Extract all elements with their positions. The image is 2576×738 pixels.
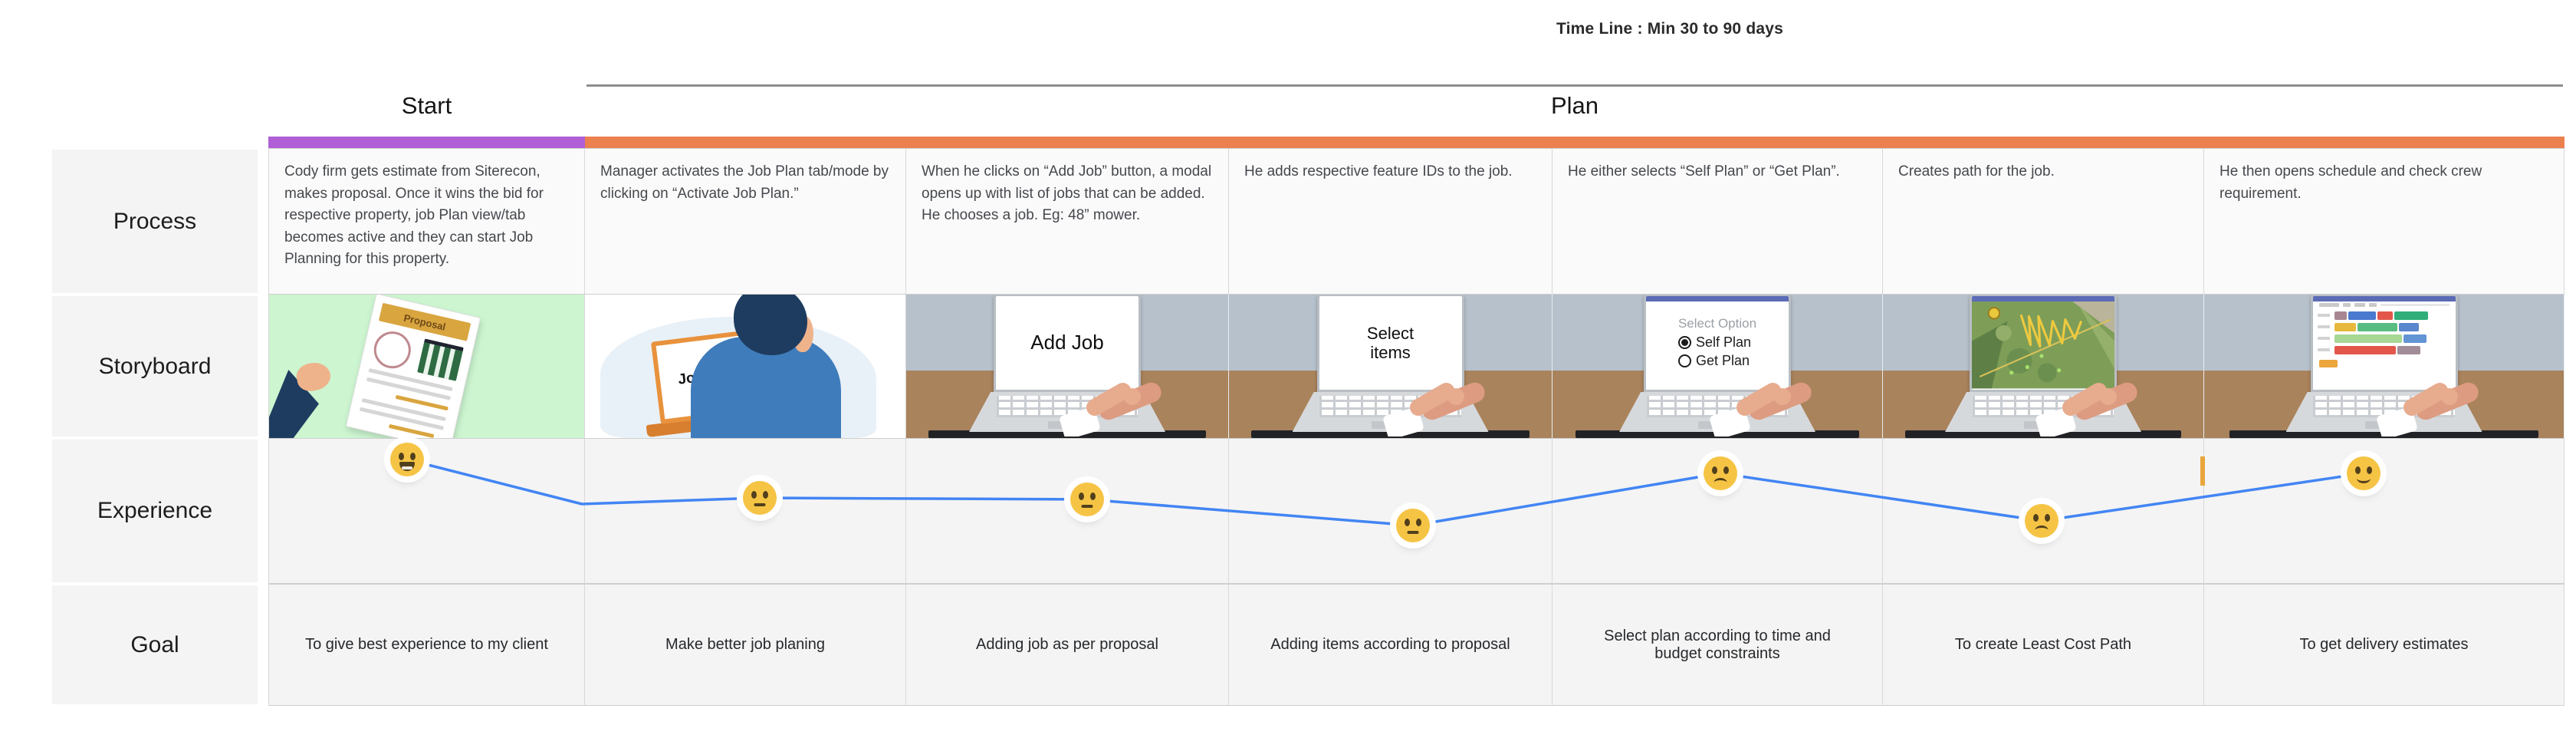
goal-cell: To get delivery estimates [2204,584,2564,706]
process-cell: Cody firm gets estimate from Siterecon, … [268,148,585,295]
get-plan-option-label: Get Plan [1695,353,1750,369]
hand-icon [1060,382,1162,437]
timeline-label: Time Line : Min 30 to 90 days [1556,20,1783,38]
select-option-title: Select Option [1677,316,1757,331]
experience-cell [1552,438,1883,584]
row-label-storyboard: Storyboard [52,296,258,437]
experience-cell [1883,438,2204,584]
phase-start-bar [268,137,585,148]
row-label-experience: Experience [52,440,258,582]
hand-icon [1382,382,1485,437]
storyboard-select-plan-illustration: Select Option Self Plan Get Plan [1552,295,1883,438]
goal-cell: Adding job as per proposal [906,584,1229,706]
storyboard-row: Proposal Job Plan Add [268,295,2564,438]
row-label-goal: Goal [52,585,258,704]
hand-icon [2036,382,2137,437]
goal-cell: To give best experience to my client [268,584,585,706]
storyboard-create-path-illustration [1883,295,2204,438]
laptop-icon: Select Option Self Plan Get Plan [1619,295,1815,437]
select-option-dialog: Select Option Self Plan Get Plan [1677,315,1757,371]
process-cell: When he clicks on “Add Job” button, a mo… [906,148,1229,295]
storyboard-proposal-illustration: Proposal [268,295,585,438]
property-photo-icon [417,338,464,381]
laptop-icon [2285,295,2482,437]
radio-self-plan-icon [1677,335,1691,349]
goal-cell: To create Least Cost Path [1883,584,2204,706]
phase-start-label: Start [401,92,452,119]
process-cell: Manager activates the Job Plan tab/mode … [585,148,906,295]
experience-cell [1229,438,1552,584]
radio-get-plan-icon [1677,354,1691,368]
storyboard-schedule-illustration [2204,295,2564,438]
phase-plan-bar [585,137,2564,148]
storyboard-activate-illustration: Job Plan [585,295,906,438]
gantt-button [2318,360,2338,367]
process-cell: He adds respective feature IDs to the jo… [1229,148,1552,295]
experience-row [268,438,2564,584]
process-row: Cody firm gets estimate from Siterecon, … [268,148,2564,295]
phase-plan-label: Plan [1550,92,1599,119]
process-cell: Creates path for the job. [1883,148,2204,295]
hand-icon [2376,382,2479,437]
experience-cell [585,438,906,584]
laptop-icon: Add Job [969,295,1165,437]
goal-cell: Select plan according to time and budget… [1552,584,1883,706]
experience-cell [2204,438,2564,584]
hand-icon [1710,382,1812,437]
self-plan-option-label: Self Plan [1695,334,1752,351]
plan-section-line [586,84,2563,87]
laptop-icon [1945,295,2141,437]
goal-cell: Make better job planing [585,584,906,706]
stamp-icon [370,328,415,372]
map-screen-icon [1972,297,2114,389]
row-label-process: Process [52,150,258,293]
experience-cell [906,438,1229,584]
goal-cell: Adding items according to proposal [1229,584,1552,706]
process-cell: He either selects “Self Plan” or “Get Pl… [1552,148,1883,295]
proposal-document-icon: Proposal [345,295,481,438]
gantt-chart-icon [2317,301,2451,387]
person-head-icon [734,295,807,355]
add-job-screen-text: Add Job [1030,331,1104,354]
process-cell: He then opens schedule and check crew re… [2204,148,2564,295]
storyboard-add-job-illustration: Add Job [906,295,1229,438]
goal-row: To give best experience to my client Mak… [268,584,2564,706]
experience-cell [268,438,585,584]
